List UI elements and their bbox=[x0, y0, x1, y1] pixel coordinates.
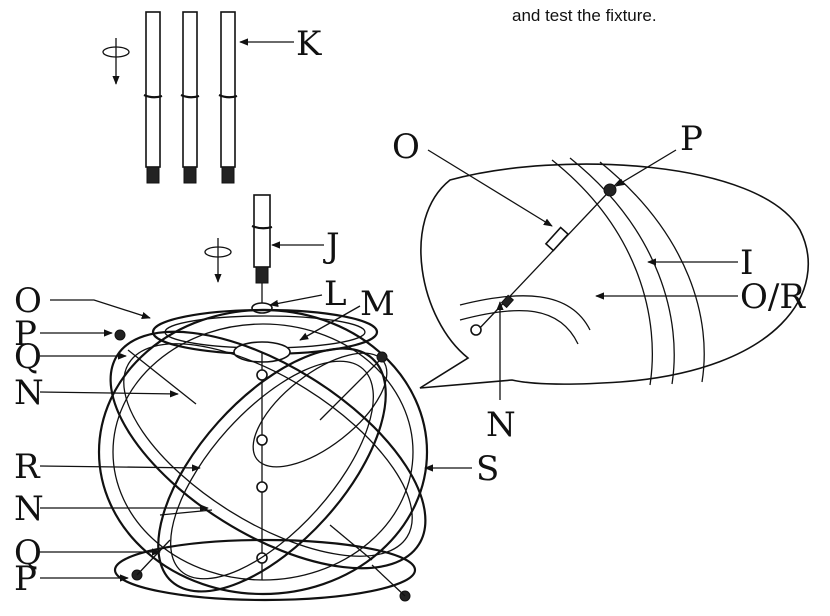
rod-j bbox=[204, 194, 324, 304]
label-p-detail: P bbox=[680, 119, 703, 159]
fixture bbox=[97, 302, 429, 602]
label-j: J bbox=[323, 226, 340, 266]
leaders-left bbox=[39, 294, 472, 582]
label-q: Q bbox=[14, 337, 42, 377]
label-q: Q bbox=[14, 533, 42, 573]
label-n: N bbox=[14, 373, 44, 413]
rotate-arrow-icon bbox=[204, 238, 232, 283]
ring-r bbox=[157, 347, 387, 593]
label-i-detail: I bbox=[740, 243, 753, 283]
label-o-detail: O bbox=[392, 127, 420, 167]
label-l: L bbox=[324, 274, 347, 314]
ring-o bbox=[109, 330, 427, 570]
rods-k bbox=[102, 11, 294, 184]
detail-callout bbox=[419, 149, 809, 400]
nut-p bbox=[114, 329, 126, 341]
rod bbox=[143, 11, 163, 184]
label-p: P bbox=[14, 559, 37, 599]
label-m: M bbox=[360, 284, 395, 324]
label-p: P bbox=[14, 314, 37, 354]
nut-p bbox=[376, 351, 388, 363]
label-n: N bbox=[14, 489, 44, 529]
coupling bbox=[251, 302, 273, 314]
label-n-detail: N bbox=[486, 405, 516, 445]
hardware bbox=[114, 329, 411, 602]
label-s: S bbox=[476, 449, 499, 489]
label-r: R bbox=[14, 447, 41, 487]
instruction-text: and test the fixture. bbox=[512, 6, 657, 25]
nut-p bbox=[603, 183, 617, 197]
label-or-detail: O/R bbox=[740, 277, 806, 317]
rod bbox=[180, 11, 200, 184]
rod bbox=[218, 11, 238, 184]
sleeve-o bbox=[544, 226, 570, 252]
label-k: K bbox=[296, 24, 322, 64]
rotate-arrow-icon bbox=[102, 38, 130, 85]
screw-head-n bbox=[470, 324, 482, 336]
label-o: O bbox=[14, 281, 42, 321]
